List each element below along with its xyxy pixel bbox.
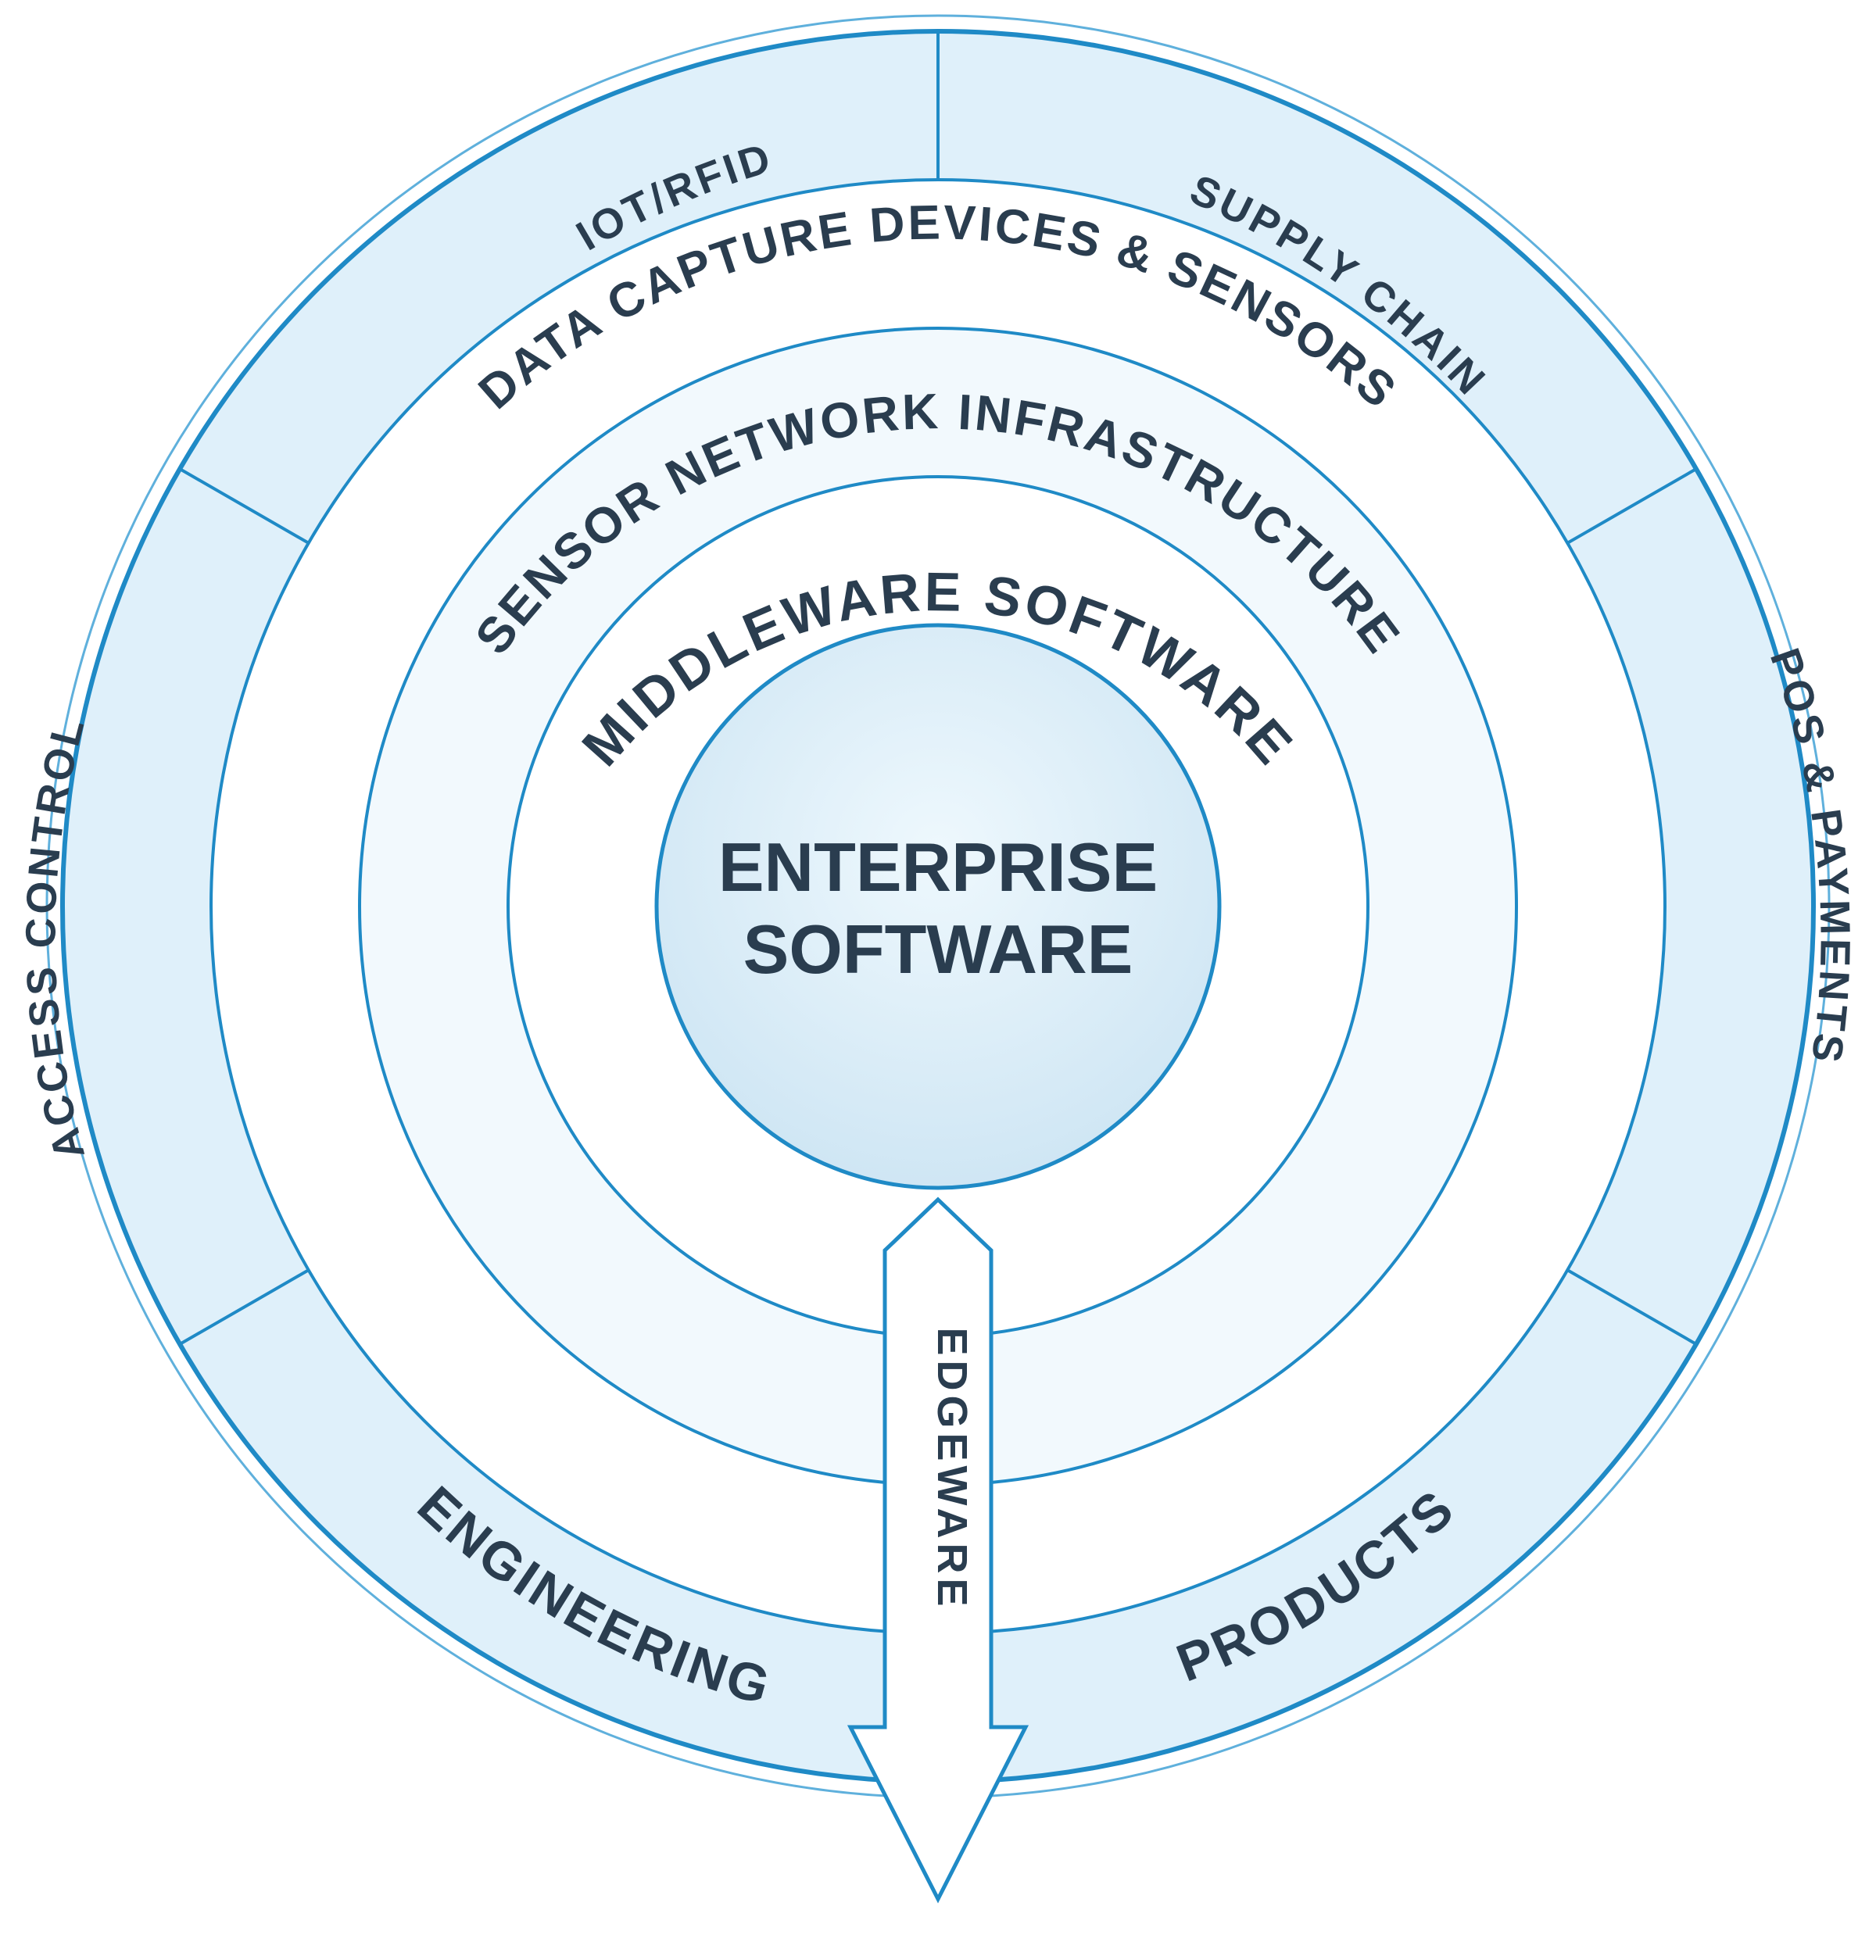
divider-lower-left <box>179 1268 310 1346</box>
enterprise-core-circle <box>654 623 1222 1190</box>
center-title-line2: SOFTWARE <box>743 910 1133 988</box>
divider-upper-left <box>179 467 310 545</box>
divider-lower-right <box>1566 1268 1697 1346</box>
center-title-line1: ENTERPRISE <box>718 828 1158 906</box>
divider-upper-right <box>1566 467 1697 545</box>
arrow-label: EDGEWARE <box>929 1327 976 1611</box>
segment-dividers <box>179 31 1697 1346</box>
edgeware-arrow <box>847 1196 1029 1904</box>
